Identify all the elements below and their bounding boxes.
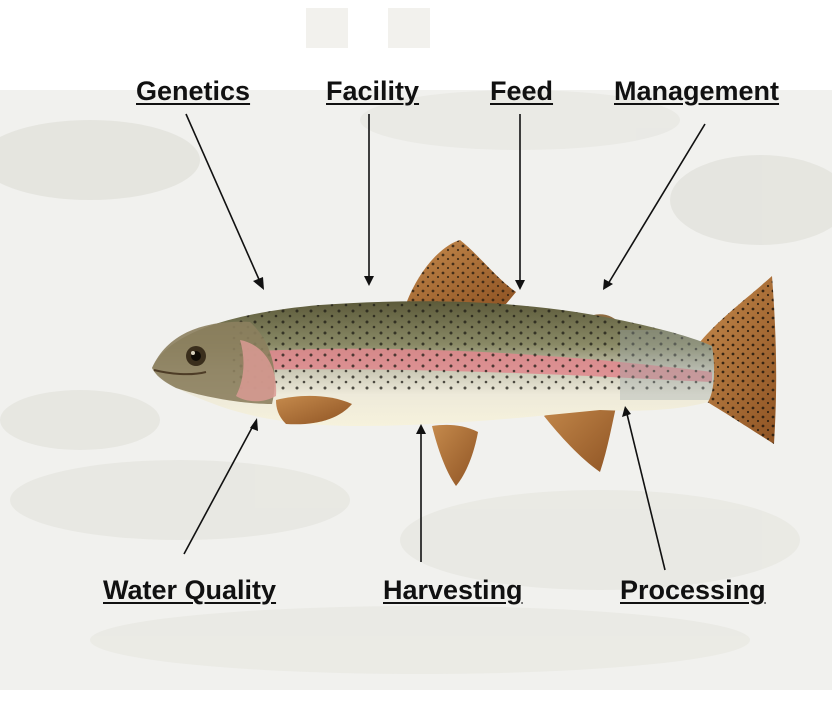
label-facility: Facility xyxy=(326,78,419,105)
label-water-quality: Water Quality xyxy=(103,577,276,604)
label-genetics: Genetics xyxy=(136,78,250,105)
label-processing: Processing xyxy=(620,577,766,604)
label-feed: Feed xyxy=(490,78,553,105)
label-harvesting: Harvesting xyxy=(383,577,523,604)
label-management: Management xyxy=(614,78,779,105)
